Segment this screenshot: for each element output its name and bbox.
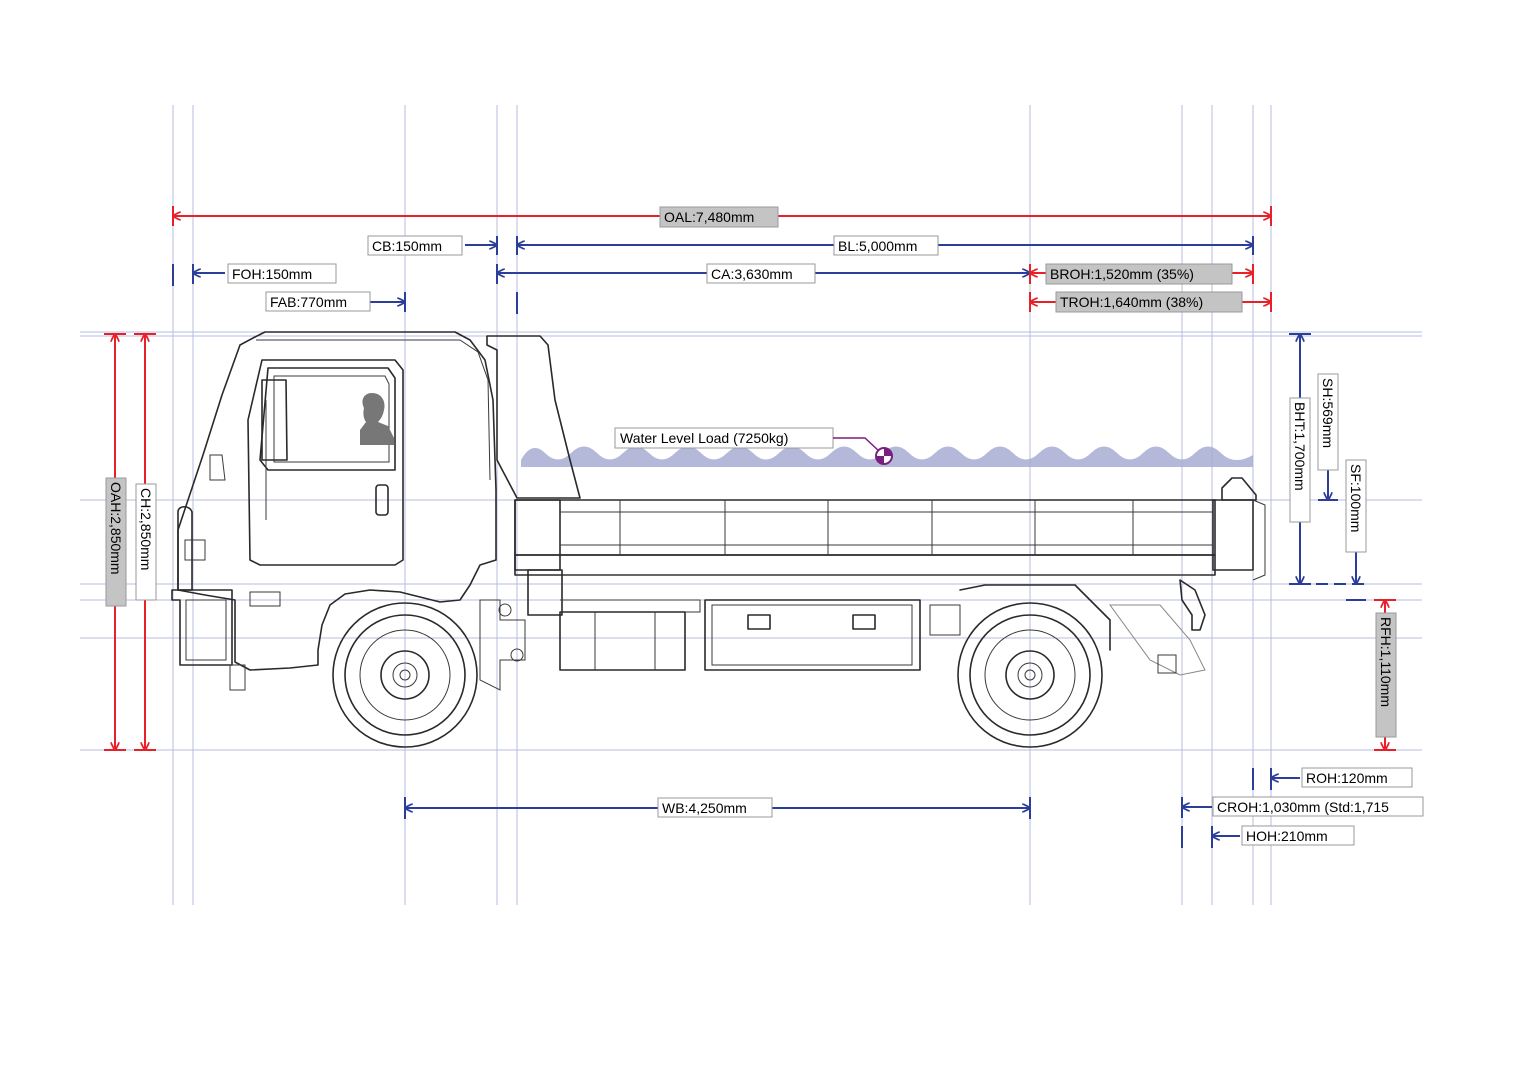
truck-drawing bbox=[171, 331, 1266, 748]
front-frame bbox=[479, 599, 526, 691]
label-rfh: RFH:1,110mm bbox=[1375, 612, 1397, 738]
svg-text:OAL:7,480mm: OAL:7,480mm bbox=[664, 209, 754, 225]
label-roh: ROH:120mm bbox=[1301, 767, 1413, 788]
svg-text:HOH:210mm: HOH:210mm bbox=[1246, 828, 1328, 844]
chassis bbox=[514, 554, 1216, 671]
svg-text:FOH:150mm: FOH:150mm bbox=[232, 266, 312, 282]
label-sf: SF:100mm bbox=[1345, 459, 1367, 553]
svg-text:CA:3,630mm: CA:3,630mm bbox=[711, 266, 793, 282]
svg-text:TROH:1,640mm (38%): TROH:1,640mm (38%) bbox=[1060, 294, 1203, 310]
label-wb: WB:4,250mm bbox=[657, 797, 773, 818]
dump-body bbox=[514, 477, 1266, 581]
rear-hitch bbox=[929, 579, 1206, 676]
cab-door bbox=[247, 359, 404, 566]
label-fab: FAB:770mm bbox=[265, 291, 371, 312]
svg-text:ROH:120mm: ROH:120mm bbox=[1306, 770, 1388, 786]
toolbox bbox=[704, 599, 921, 671]
label-broh: BROH:1,520mm (35%) bbox=[1045, 263, 1233, 285]
svg-text:BROH:1,520mm (35%): BROH:1,520mm (35%) bbox=[1050, 266, 1194, 282]
headboard bbox=[486, 335, 581, 499]
label-hoh: HOH:210mm bbox=[1241, 825, 1355, 846]
label-bl: BL:5,000mm bbox=[833, 235, 939, 256]
load-annotation: Water Level Load (7250kg) bbox=[614, 427, 893, 465]
label-sh: SH:569mm bbox=[1317, 373, 1339, 471]
svg-text:BHT:1,700mm: BHT:1,700mm bbox=[1292, 402, 1308, 491]
cab-outline bbox=[177, 331, 497, 671]
label-bht: BHT:1,700mm bbox=[1289, 397, 1311, 523]
dimension-labels: OAL:7,480mm CB:150mm BL:5,000mm FOH:150m… bbox=[105, 206, 1424, 846]
svg-text:SF:100mm: SF:100mm bbox=[1348, 464, 1364, 532]
center-of-gravity-icon bbox=[875, 447, 893, 465]
svg-text:SH:569mm: SH:569mm bbox=[1320, 378, 1336, 448]
label-ch: CH:2,850mm bbox=[135, 483, 157, 601]
load-label: Water Level Load (7250kg) bbox=[620, 430, 788, 446]
label-oal: OAL:7,480mm bbox=[659, 206, 779, 228]
front-wheel bbox=[332, 602, 478, 748]
svg-text:CB:150mm: CB:150mm bbox=[372, 238, 442, 254]
label-ca: CA:3,630mm bbox=[706, 263, 816, 284]
svg-text:OAH:2,850mm: OAH:2,850mm bbox=[108, 482, 124, 575]
cab-window bbox=[259, 367, 396, 471]
svg-text:WB:4,250mm: WB:4,250mm bbox=[662, 800, 747, 816]
svg-text:CH:2,850mm: CH:2,850mm bbox=[138, 488, 154, 570]
label-oah: OAH:2,850mm bbox=[105, 477, 127, 607]
label-foh: FOH:150mm bbox=[227, 263, 337, 284]
svg-text:FAB:770mm: FAB:770mm bbox=[270, 294, 347, 310]
svg-text:BL:5,000mm: BL:5,000mm bbox=[838, 238, 917, 254]
driver-silhouette-icon bbox=[360, 393, 394, 445]
label-cb: CB:150mm bbox=[367, 235, 463, 256]
svg-text:CROH:1,030mm (Std:1,715: CROH:1,030mm (Std:1,715 bbox=[1217, 799, 1389, 815]
svg-text:RFH:1,110mm: RFH:1,110mm bbox=[1378, 617, 1394, 707]
side-mirror bbox=[261, 379, 288, 461]
label-troh: TROH:1,640mm (38%) bbox=[1055, 291, 1243, 313]
front-bumper bbox=[171, 589, 233, 666]
rear-wheel bbox=[957, 602, 1103, 748]
label-croh: CROH:1,030mm (Std:1,715 bbox=[1212, 796, 1424, 817]
